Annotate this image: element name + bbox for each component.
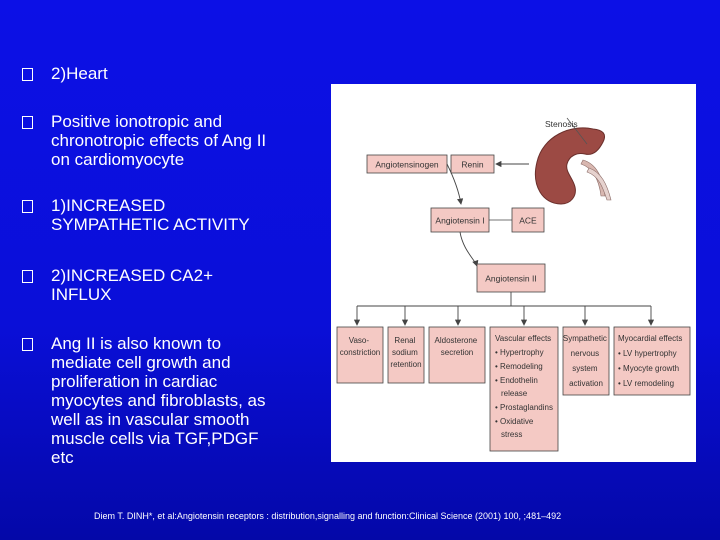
stenosis-label: Stenosis	[545, 119, 578, 129]
raas-diagram-svg: Stenosis Angiotensinogen Renin Angiotens…	[336, 117, 691, 452]
angiotensin1-arrow	[459, 231, 479, 267]
effect-line: • Hypertrophy	[495, 348, 544, 357]
renin-label: Renin	[461, 160, 483, 170]
checkbox-square-icon	[22, 270, 33, 283]
bullet-text: Positive ionotropic and chronotropic eff…	[51, 112, 267, 169]
effect-text: Myocardial effects • LV hypertrophy • My…	[618, 334, 685, 388]
effect-line: release	[501, 389, 528, 398]
effect-line: • Remodeling	[495, 362, 543, 371]
effect-line: constriction	[340, 348, 380, 357]
effect-text: Renal sodium retention	[390, 336, 421, 369]
effect-box-myocardial	[613, 326, 691, 396]
effect-line: Renal	[394, 336, 415, 345]
kidney-icon	[535, 117, 612, 205]
effect-line: retention	[390, 360, 421, 369]
bullet-text: 2)Heart	[51, 64, 108, 83]
effect-line: Vaso-	[349, 336, 370, 345]
raas-diagram: Stenosis Angiotensinogen Renin Angiotens…	[331, 84, 696, 462]
bullet-item: 2)Heart	[22, 64, 322, 83]
effect-line: Myocardial effects	[618, 334, 682, 343]
effect-line: Aldosterone	[435, 336, 478, 345]
ace-box	[511, 207, 545, 233]
effect-box-renal-sodium	[387, 326, 425, 384]
ace-label: ACE	[519, 216, 537, 226]
angiotensin2-box	[476, 263, 546, 293]
bullet-text: 2)INCREASED CA2+ INFLUX	[51, 266, 214, 304]
effect-line: stress	[501, 430, 522, 439]
checkbox-square-icon	[22, 338, 33, 351]
effect-line: Sympathetic	[563, 334, 607, 343]
angiotensinogen-label: Angiotensinogen	[375, 160, 439, 170]
citation: Diem T. DINH*, et al:Angiotensin recepto…	[94, 511, 562, 521]
effect-line: • Prostaglandins	[495, 403, 553, 412]
angiotensin2-label: Angiotensin II	[485, 274, 537, 284]
effect-line: • LV hypertrophy	[618, 349, 677, 358]
bullet-item: Positive ionotropic and chronotropic eff…	[22, 112, 322, 169]
angiotensinogen-arrow	[446, 163, 464, 205]
bullet-text: Ang II is also known to mediate cell gro…	[51, 334, 266, 467]
effect-line: nervous	[571, 349, 599, 358]
effect-box-vascular	[489, 326, 559, 452]
renin-box	[450, 154, 495, 174]
effect-line: sodium	[392, 348, 418, 357]
bullet-item: Ang II is also known to mediate cell gro…	[22, 334, 322, 467]
effect-line: activation	[569, 379, 603, 388]
effect-line: • Oxidative	[495, 417, 534, 426]
checkbox-square-icon	[22, 116, 33, 129]
effect-text: Vascular effects • Hypertrophy • Remodel…	[495, 334, 555, 439]
effect-line: system	[572, 364, 598, 373]
effect-text: Vaso- constriction	[340, 336, 380, 357]
angiotensin1-box	[430, 207, 490, 233]
bullet-item: 1)INCREASED SYMPATHETIC ACTIVITY	[22, 196, 322, 234]
bullet-item: 2)INCREASED CA2+ INFLUX	[22, 266, 322, 304]
bullet-text: 1)INCREASED SYMPATHETIC ACTIVITY	[51, 196, 250, 234]
checkbox-square-icon	[22, 68, 33, 81]
effect-text: Sympathetic nervous system activation	[563, 334, 609, 388]
effect-box-aldosterone	[428, 326, 486, 384]
effect-box-vasoconstriction	[336, 326, 384, 384]
effect-line: • Myocyte growth	[618, 364, 679, 373]
checkbox-square-icon	[22, 200, 33, 213]
effect-line: • LV remodeling	[618, 379, 674, 388]
effect-box-sympathetic	[562, 326, 610, 396]
effect-text: Aldosterone secretion	[435, 336, 480, 357]
angiotensin1-label: Angiotensin I	[435, 216, 484, 226]
effect-line: secretion	[441, 348, 473, 357]
effect-line: Vascular effects	[495, 334, 551, 343]
effect-line: • Endothelin	[495, 376, 538, 385]
